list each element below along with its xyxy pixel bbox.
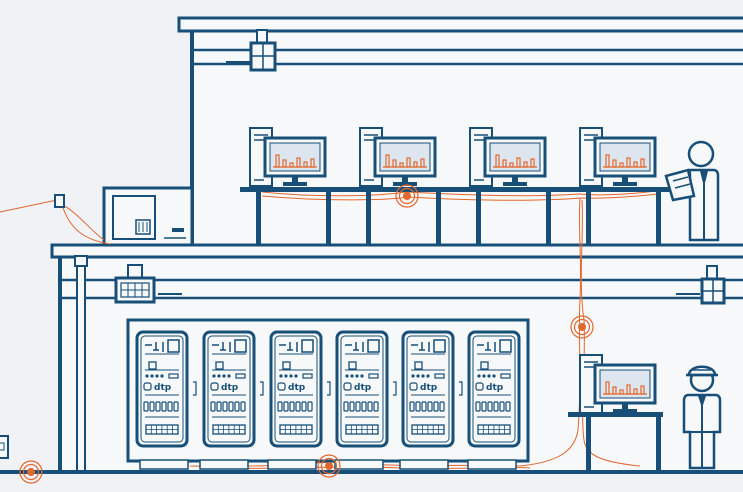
cabinet-panel-label: dtp xyxy=(354,383,372,393)
ground-floor xyxy=(0,472,743,492)
switchgear-cabinet: dtp xyxy=(202,330,264,448)
electrical-panel xyxy=(112,195,156,240)
switchgear-cabinet: dtp xyxy=(269,330,331,448)
computer-monitor-icon xyxy=(579,354,657,414)
switchgear-cabinet: dtp xyxy=(335,330,397,448)
cabinet-panel-label: dtp xyxy=(221,383,239,393)
upper-desk xyxy=(240,187,670,246)
person-with-hard-hat-icon xyxy=(682,365,722,470)
vent-grille-icon xyxy=(114,264,156,304)
switchgear-cabinet: dtp xyxy=(401,330,463,448)
junction-box-lower-right xyxy=(700,265,726,305)
computer-monitor-icon xyxy=(469,127,547,187)
cabinet-panel-label: dtp xyxy=(420,383,438,393)
wireless-node-icon xyxy=(395,184,419,208)
edge-device xyxy=(0,435,9,459)
vertical-pipe xyxy=(76,257,86,473)
lower-desk xyxy=(568,412,663,472)
computer-monitor-icon xyxy=(359,127,437,187)
computer-monitor-icon xyxy=(579,127,657,187)
cabinet-panel-label: dtp xyxy=(288,383,306,393)
signal-nodes xyxy=(19,184,594,484)
junction-box-upper xyxy=(249,29,277,72)
panel-grille xyxy=(135,219,151,235)
floor-slab xyxy=(50,243,743,259)
cabinet-panel-label: dtp xyxy=(154,383,172,393)
wireless-node-icon xyxy=(19,460,43,484)
wireless-node-icon xyxy=(317,454,341,478)
wireless-node-icon xyxy=(570,315,594,339)
wall-socket xyxy=(54,194,65,208)
switchgear-cabinet: dtp xyxy=(135,330,197,448)
equipment-rack: dtp dtp dtp dtp dtp dtp xyxy=(126,318,530,470)
cabinet-panel-label: dtp xyxy=(486,383,504,393)
cabinet-group: dtp dtp dtp dtp dtp dtp xyxy=(135,330,521,448)
roof-slab xyxy=(177,16,743,33)
workstation-group xyxy=(249,127,657,414)
computer-monitor-icon xyxy=(249,127,327,187)
person-with-tablet-icon xyxy=(664,140,720,242)
switchgear-cabinet: dtp xyxy=(467,330,521,448)
